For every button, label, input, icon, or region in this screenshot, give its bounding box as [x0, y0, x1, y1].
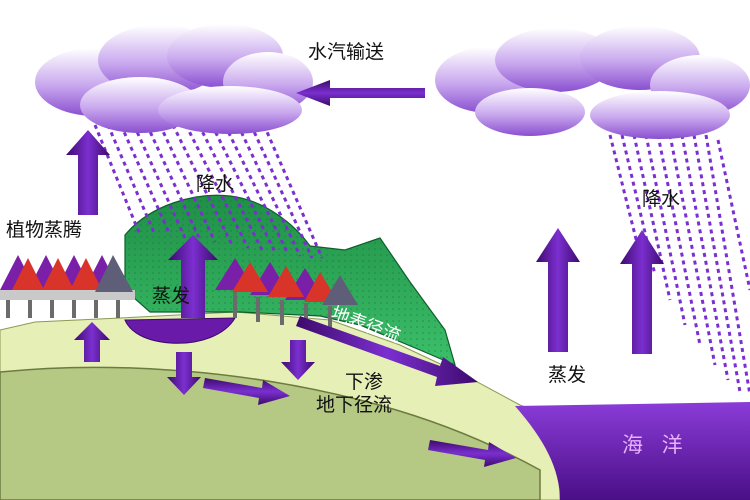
lake: [124, 317, 236, 344]
label-vapor-transport: 水汽输送: [308, 41, 384, 63]
surface-runoff-arrow: [296, 316, 478, 386]
sea-evaporation-arrow-2: [620, 230, 664, 354]
sea-evaporation-arrow-1: [536, 228, 580, 352]
cloud-right: [435, 26, 750, 139]
forest-left: [0, 255, 135, 318]
cloud-left: [35, 24, 313, 134]
label-precip-left: 降水: [196, 173, 234, 195]
rain-right: [608, 134, 750, 396]
label-evaporation-sea: 蒸发: [548, 364, 586, 386]
groundwater-arrow-2: [428, 440, 516, 467]
label-ocean: 海 洋: [622, 433, 689, 457]
vapor-transport-arrow: [296, 80, 425, 106]
forest-hill: [215, 258, 358, 330]
label-transpiration: 植物蒸腾: [6, 219, 82, 241]
soil-layer: [0, 366, 541, 500]
lake-evaporation-arrow: [168, 235, 218, 318]
label-groundwater-runoff: 地下径流: [316, 394, 392, 416]
rain-left: [93, 124, 324, 259]
label-evaporation-land: 蒸发: [152, 285, 190, 307]
infiltration-arrow-2: [281, 340, 315, 380]
label-precip-right: 降水: [642, 188, 680, 210]
transpiration-arrow: [66, 130, 110, 215]
infiltration-arrow-1: [167, 352, 201, 395]
ground-up-arrow: [74, 322, 110, 362]
label-infiltration: 下渗: [345, 371, 383, 393]
groundwater-arrow-1: [203, 378, 290, 405]
ocean: [515, 402, 750, 500]
